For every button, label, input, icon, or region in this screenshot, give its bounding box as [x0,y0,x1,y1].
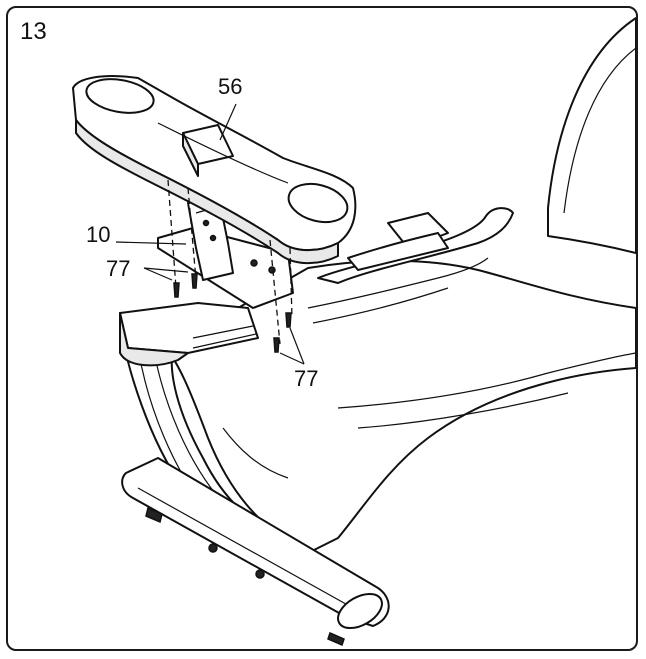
assembly-illustration [72,17,636,647]
screws [173,273,292,353]
callout-screw-right: 77 [294,366,319,391]
console-tray [72,75,357,265]
callout-screw-left: 77 [106,256,131,281]
step-number: 13 [20,18,47,45]
leader-lines [115,103,305,365]
alignment-lines [167,179,293,345]
frame-body [157,259,636,554]
seat-back [547,17,636,254]
pedal-housing [119,302,259,367]
base-stabilizer [121,457,390,647]
callout-bracket: 10 [86,222,111,247]
diagram-frame: 13 [6,6,638,651]
handlebar [307,207,514,324]
callout-console: 56 [218,74,243,99]
